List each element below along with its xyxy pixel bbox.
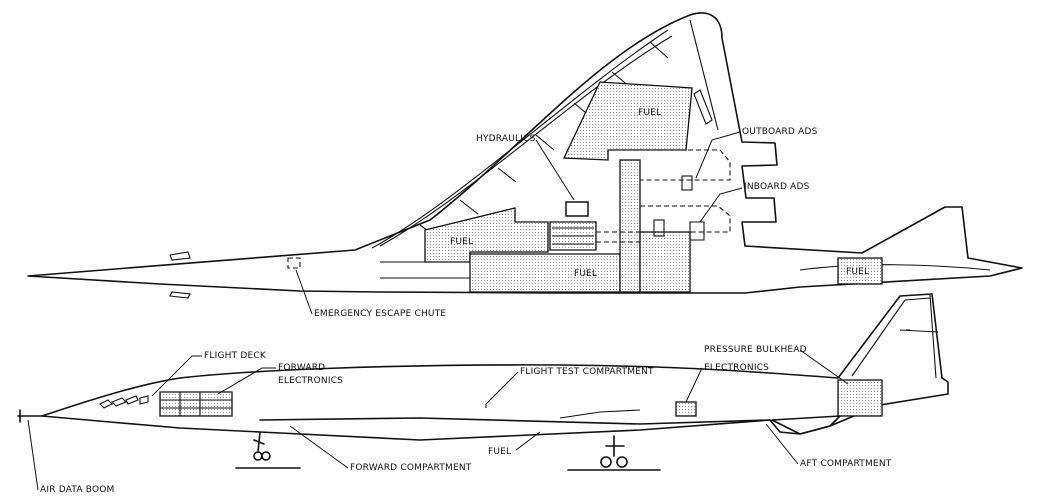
label-forward-electronics-1: FORWARD <box>278 363 325 373</box>
label-flight-test-compartment: FLIGHT TEST COMPARTMENT <box>520 367 654 377</box>
label-fuel-mid-left: FUEL <box>450 237 473 247</box>
label-aft-compartment: AFT COMPARTMENT <box>800 459 892 469</box>
label-air-data-boom: AIR DATA BOOM <box>40 485 115 495</box>
plan-view <box>27 12 1023 299</box>
plan-fuel-mid-right <box>469 253 621 293</box>
label-emergency-escape-chute: EMERGENCY ESCAPE CHUTE <box>314 309 446 319</box>
profile-view <box>17 293 949 471</box>
label-inboard-ads: INBOARD ADS <box>744 182 810 192</box>
label-forward-compartment: FORWARD COMPARTMENT <box>350 463 472 473</box>
label-electronics: ELECTRONICS <box>704 363 769 373</box>
label-hydraulics: HYDRAULICS <box>476 134 536 144</box>
label-pressure-bulkhead: PRESSURE BULKHEAD <box>704 345 807 355</box>
labels: FUEL FUEL FUEL FUEL HYDRAULICS OUTBOARD … <box>27 108 892 495</box>
label-fuel-mid-right: FUEL <box>574 269 597 279</box>
plan-fuel-body <box>619 159 641 293</box>
label-forward-electronics-2: ELECTRONICS <box>278 376 343 386</box>
label-flight-deck: FLIGHT DECK <box>204 351 267 361</box>
plan-outline <box>27 12 1023 294</box>
label-fuel-tail: FUEL <box>638 108 661 118</box>
plan-fuel-aft <box>837 257 883 285</box>
flight-deck-block <box>159 391 233 417</box>
plan-fuel-mid-left <box>424 207 549 263</box>
plan-fuel-tail <box>562 81 693 161</box>
label-outboard-ads: OUTBOARD ADS <box>742 127 818 137</box>
label-fuel-aft: FUEL <box>846 267 869 277</box>
label-fuel-bottom: FUEL <box>488 447 511 457</box>
